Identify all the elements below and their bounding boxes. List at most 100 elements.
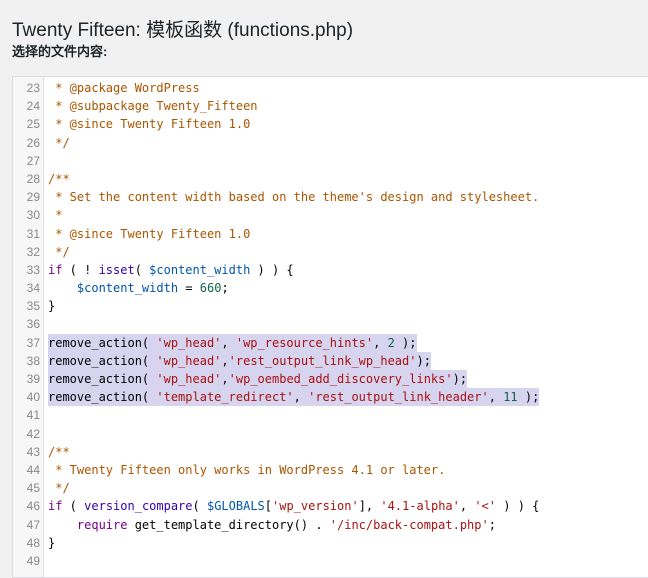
code-text: */: [48, 134, 69, 152]
code-line[interactable]: 28/**: [13, 170, 648, 188]
line-number: 24: [26, 99, 40, 114]
code-text: /**: [48, 170, 70, 188]
code-line[interactable]: 49: [13, 552, 648, 570]
code-line[interactable]: 27: [13, 152, 648, 170]
code-line[interactable]: 41: [13, 406, 648, 424]
code-token: 'wp_oembed_add_discovery_links': [228, 372, 453, 386]
line-number: 41: [26, 408, 40, 423]
code-token: 'wp_version': [272, 499, 359, 514]
code-line[interactable]: 43 /**: [13, 443, 648, 461]
code-line[interactable]: 48}: [13, 534, 648, 552]
code-text-selected: remove_action( 'wp_head','wp_oembed_add_…: [48, 370, 468, 389]
code-text: */: [48, 243, 69, 261]
code-line[interactable]: 45 */: [13, 479, 648, 497]
code-token: 11: [503, 390, 518, 405]
code-line[interactable]: 35}: [13, 297, 648, 315]
line-number: 38: [26, 353, 40, 368]
line-number: 23: [26, 81, 40, 95]
code-token: 'wp_resource_hints': [235, 335, 374, 350]
code-token: remove_action(: [48, 353, 157, 368]
code-line[interactable]: 24 * @subpackage Twenty_Fifteen: [13, 97, 648, 115]
line-number: 47: [26, 517, 40, 532]
line-number: 25: [26, 117, 40, 132]
code-token: /**: [48, 171, 70, 186]
line-number: 29: [26, 190, 40, 205]
code-token: ,: [373, 335, 388, 350]
code-token: );: [517, 390, 540, 405]
code-line[interactable]: 42: [13, 425, 648, 443]
code-line[interactable]: 23 * @package WordPress: [13, 79, 648, 97]
code-line[interactable]: 47 require get_template_directory() . '/…: [13, 516, 648, 534]
code-line[interactable]: 29 * Set the content width based on the …: [13, 188, 648, 206]
code-token: * @since Twenty Fifteen 1.0: [48, 226, 251, 241]
code-text: require get_template_directory() . '/inc…: [48, 516, 496, 534]
code-token: * @since Twenty Fifteen 1.0: [48, 117, 251, 132]
code-token: $GLOBALS: [206, 499, 265, 514]
code-text-selected: remove_action( 'wp_head', 'wp_resource_h…: [48, 333, 417, 352]
code-text: if ( ! isset( $content_width ) ) {: [48, 261, 294, 279]
code-text: * Set the content width based on the the…: [48, 188, 539, 206]
code-token: (: [192, 499, 207, 514]
code-line[interactable]: 32 */: [13, 243, 648, 261]
code-line[interactable]: 36: [13, 315, 648, 333]
code-text-selected: remove_action( 'template_redirect', 'res…: [48, 388, 540, 407]
code-text: * @subpackage Twenty_Fifteen: [48, 97, 257, 115]
line-number: 31: [26, 226, 40, 241]
code-text: * @since Twenty Fifteen 1.0: [48, 225, 250, 243]
line-number: 34: [26, 281, 40, 296]
code-token: * Twenty Fifteen only works in WordPress…: [48, 462, 446, 477]
line-number: 46: [26, 499, 40, 514]
code-token: version_compare: [84, 499, 193, 514]
code-token: 2: [387, 335, 395, 350]
line-number: 27: [26, 153, 40, 168]
code-token: /**: [48, 444, 70, 459]
code-line[interactable]: 25 * @since Twenty Fifteen 1.0: [13, 115, 648, 133]
code-line[interactable]: 31 * @since Twenty Fifteen 1.0: [13, 225, 648, 243]
code-token: get_template_directory() .: [127, 517, 330, 532]
code-token: '<': [474, 499, 497, 514]
code-text: *: [48, 206, 62, 224]
code-token: ,: [221, 372, 229, 386]
code-token: '4.1-alpha': [380, 499, 460, 514]
line-number: 48: [26, 535, 40, 550]
code-token: remove_action(: [48, 390, 157, 405]
code-token: ,: [221, 353, 229, 368]
line-number: 36: [26, 317, 40, 332]
code-line[interactable]: 26 */: [13, 134, 648, 152]
code-token: * @package WordPress: [48, 81, 200, 95]
code-token: ],: [358, 499, 381, 514]
line-number: 42: [26, 426, 40, 441]
line-number: 32: [26, 244, 40, 259]
code-token: );: [394, 335, 417, 350]
code-token: =: [178, 281, 200, 296]
code-token: );: [452, 372, 468, 386]
code-token: $content_width: [76, 281, 179, 296]
code-line[interactable]: 34 $content_width = 660;: [13, 279, 648, 297]
code-token: [48, 518, 77, 532]
line-number: 45: [26, 481, 40, 496]
code-line[interactable]: 44 * Twenty Fifteen only works in WordPr…: [13, 461, 648, 479]
code-token: 'template_redirect': [156, 390, 294, 405]
code-line[interactable]: 30 *: [13, 206, 648, 224]
code-token: '/inc/back-compat.php': [329, 517, 489, 532]
code-text: */: [48, 479, 70, 497]
code-token: 'wp_head': [156, 372, 222, 386]
code-token: ( !: [62, 262, 99, 277]
code-token: * Set the content width based on the the…: [48, 190, 540, 205]
line-number: 43: [26, 444, 40, 459]
code-token: ) ) {: [496, 499, 540, 514]
code-token: if: [48, 262, 63, 277]
file-content-label: 选择的文件内容:: [12, 44, 108, 59]
code-text: /**: [48, 443, 70, 461]
code-token: [: [264, 499, 272, 514]
code-text: * @package WordPress: [48, 79, 200, 97]
code-token: }: [48, 299, 56, 314]
code-token: */: [48, 481, 70, 496]
